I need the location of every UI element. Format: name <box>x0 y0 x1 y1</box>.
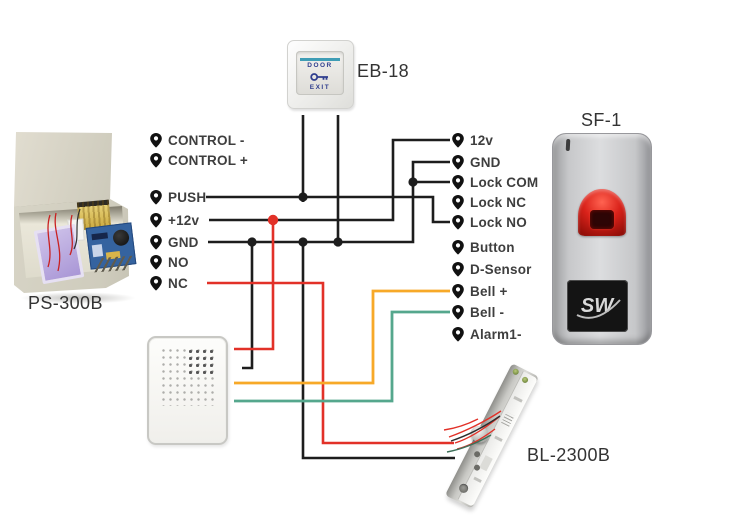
terminal-label: D-Sensor <box>470 261 532 277</box>
pin-icon <box>150 234 162 250</box>
pin-icon <box>452 214 464 230</box>
terminal-label: Alarm1- <box>470 326 522 342</box>
terminal-label: Lock COM <box>470 174 539 190</box>
terminal-label: CONTROL - <box>168 132 245 148</box>
key-icon <box>310 73 328 81</box>
terminal-label: GND <box>470 154 501 170</box>
pin-icon <box>452 261 464 277</box>
pin-icon <box>150 254 162 270</box>
eb18-door-text: DOOR <box>307 62 333 69</box>
terminal-left-12v: +12v <box>150 210 199 230</box>
sf1-label: SF-1 <box>581 110 622 130</box>
terminal-label: 12v <box>470 132 494 148</box>
fingerprint-sensor <box>578 189 626 236</box>
pin-icon <box>452 154 464 170</box>
terminal-right-bell: Bell - <box>452 302 504 322</box>
sf1-led-slot <box>565 138 571 152</box>
junction-dot <box>408 177 418 187</box>
wire-nc-to-lock <box>207 281 454 445</box>
eb18-label: EB-18 <box>357 61 410 81</box>
eb18-photo: DOOR EXIT <box>287 40 354 109</box>
terminal-right-lock-com: Lock COM <box>452 172 538 192</box>
terminal-right-alarm1: Alarm1- <box>452 324 522 344</box>
terminal-right-12v: 12v <box>452 130 493 150</box>
terminal-label: PUSH <box>168 189 207 205</box>
pin-icon <box>150 132 162 148</box>
speaker-holes-dark <box>187 348 216 376</box>
junction-dot <box>267 214 279 226</box>
doorbell-photo <box>147 336 228 445</box>
wire-gnd-to-gnd <box>208 160 450 244</box>
junction-dot <box>333 237 343 247</box>
pin-icon <box>150 152 162 168</box>
pin-icon <box>452 283 464 299</box>
wire-gnd-branch-lock <box>301 242 455 460</box>
terminal-label: NC <box>168 275 188 291</box>
pin-icon <box>452 326 464 342</box>
terminal-left-gnd: GND <box>150 232 199 252</box>
lock-barcode <box>501 411 515 427</box>
pin-icon <box>452 304 464 320</box>
terminal-label: Lock NC <box>470 194 527 210</box>
wire-bell-plus-to-doorbell <box>234 289 450 385</box>
terminal-label: GND <box>168 234 199 250</box>
pin-icon <box>452 239 464 255</box>
terminal-right-gnd: GND <box>452 152 501 172</box>
pin-icon <box>452 132 464 148</box>
terminal-label: Lock NO <box>470 214 527 230</box>
terminal-left-push: PUSH <box>150 187 206 207</box>
terminal-label: +12v <box>168 212 200 228</box>
terminal-label: Button <box>470 239 515 255</box>
pin-icon <box>150 275 162 291</box>
ps300b-lid <box>14 132 112 207</box>
terminal-right-lock-no: Lock NO <box>452 212 527 232</box>
bl2300b-label: BL-2300B <box>527 445 611 465</box>
lock-body <box>445 363 539 509</box>
terminal-label: NO <box>168 254 189 270</box>
eb18-button: DOOR EXIT <box>296 51 344 95</box>
pin-icon <box>452 194 464 210</box>
terminal-right-button: Button <box>452 237 515 257</box>
terminal-label: Bell - <box>470 304 505 320</box>
wire-gnd-branch-doorbell <box>242 242 254 370</box>
terminal-right-bell: Bell + <box>452 281 508 301</box>
junction-dot <box>247 237 257 247</box>
terminal-left-no: NO <box>150 252 189 272</box>
eb18-exit-text: EXIT <box>309 84 331 91</box>
wire-bell-minus-to-doorbell <box>234 310 450 403</box>
pin-icon <box>150 212 162 228</box>
brand-logo: SW <box>576 295 621 319</box>
terminal-right-lock-nc: Lock NC <box>452 192 526 212</box>
ps300b-red-wires <box>47 208 81 272</box>
terminal-left-nc: NC <box>150 273 188 293</box>
lock-screw <box>511 367 520 376</box>
junction-dot <box>298 192 308 202</box>
terminal-label: CONTROL + <box>168 152 248 168</box>
ps300b-label: PS-300B <box>28 293 103 313</box>
ps300b-shadow <box>20 292 136 304</box>
eb18-accent-line <box>300 58 340 61</box>
sf1-logo-text: SW <box>581 295 615 317</box>
terminal-left-control: CONTROL - <box>150 130 245 150</box>
sf1-logo-badge: SW <box>567 280 628 332</box>
junction-dot <box>298 237 308 247</box>
terminal-right-d-sensor: D-Sensor <box>452 259 532 279</box>
sensor-window <box>590 210 614 229</box>
bl2300b-photo <box>437 362 557 512</box>
pin-icon <box>452 174 464 190</box>
wire-plus12v-branch-doorbell <box>234 220 275 351</box>
lock-label-sticker <box>457 370 539 507</box>
sf1-photo: SW <box>552 133 652 345</box>
terminal-label: Bell + <box>470 283 508 299</box>
wire-push-to-lock-no <box>206 195 450 224</box>
pin-icon <box>150 189 162 205</box>
ps300b-photo <box>14 129 142 310</box>
terminal-left-control: CONTROL + <box>150 150 248 170</box>
